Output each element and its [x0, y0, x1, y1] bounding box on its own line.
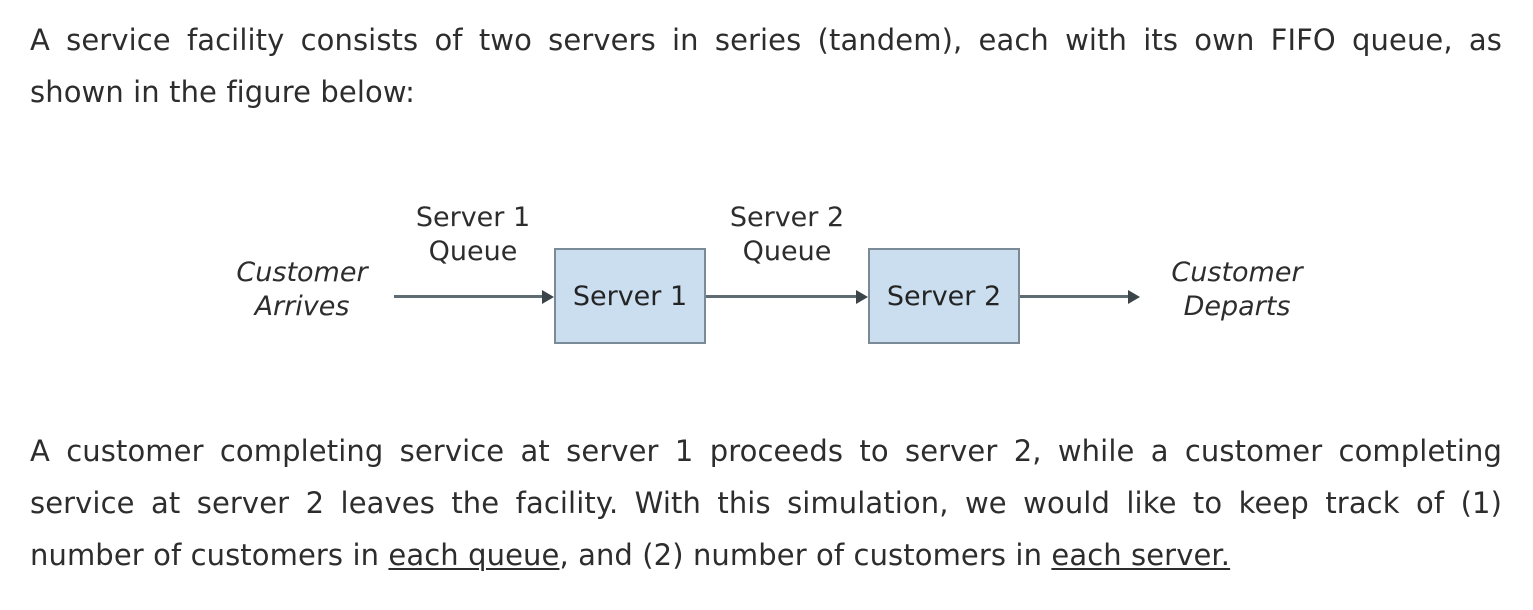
arrow-head-icon [1128, 289, 1140, 304]
description-paragraph-line-1: A customer completing service at server … [30, 434, 1502, 468]
arrow-server-2-to-departure [1020, 289, 1140, 304]
server-2-box-label: Server 2 [886, 280, 1002, 312]
server-2-box: Server 2 [868, 248, 1020, 344]
intro-paragraph-line-1: A service facility consists of two serve… [30, 23, 1502, 57]
description-paragraph-line-3: number of customers in each queue, and (… [30, 529, 1502, 581]
server-1-box: Server 1 [554, 248, 706, 344]
server-1-queue-label: Server 1 Queue [415, 202, 531, 267]
description-text-segment-1: number of customers in [30, 538, 389, 572]
tandem-queue-diagram: Customer Arrives Server 1 Queue Server 1… [0, 180, 1533, 370]
description-paragraph: A customer completing service at server … [30, 425, 1502, 581]
arrow-shaft [1020, 295, 1130, 298]
arrow-shaft [394, 295, 544, 298]
arrow-head-icon [856, 289, 868, 304]
each-server-underlined-text: each server. [1051, 538, 1231, 572]
description-text-segment-2: , and (2) number of customers in [559, 538, 1052, 572]
each-queue-underlined-text: each queue [388, 538, 560, 572]
intro-paragraph: A service facility consists of two serve… [30, 14, 1502, 118]
customer-departs-label: Customer Departs [1171, 257, 1303, 322]
description-paragraph-line-2: service at server 2 leaves the facility.… [30, 486, 1502, 520]
arrow-server-1-to-server-2 [706, 289, 868, 304]
server-2-queue-label: Server 2 Queue [729, 202, 845, 267]
arrow-arrival-to-server-1 [394, 289, 554, 304]
arrow-shaft [706, 295, 858, 298]
intro-paragraph-line-2: shown in the figure below: [30, 75, 415, 109]
customer-arrives-label: Customer Arrives [236, 257, 368, 322]
arrow-head-icon [542, 289, 554, 304]
server-1-box-label: Server 1 [572, 280, 688, 312]
